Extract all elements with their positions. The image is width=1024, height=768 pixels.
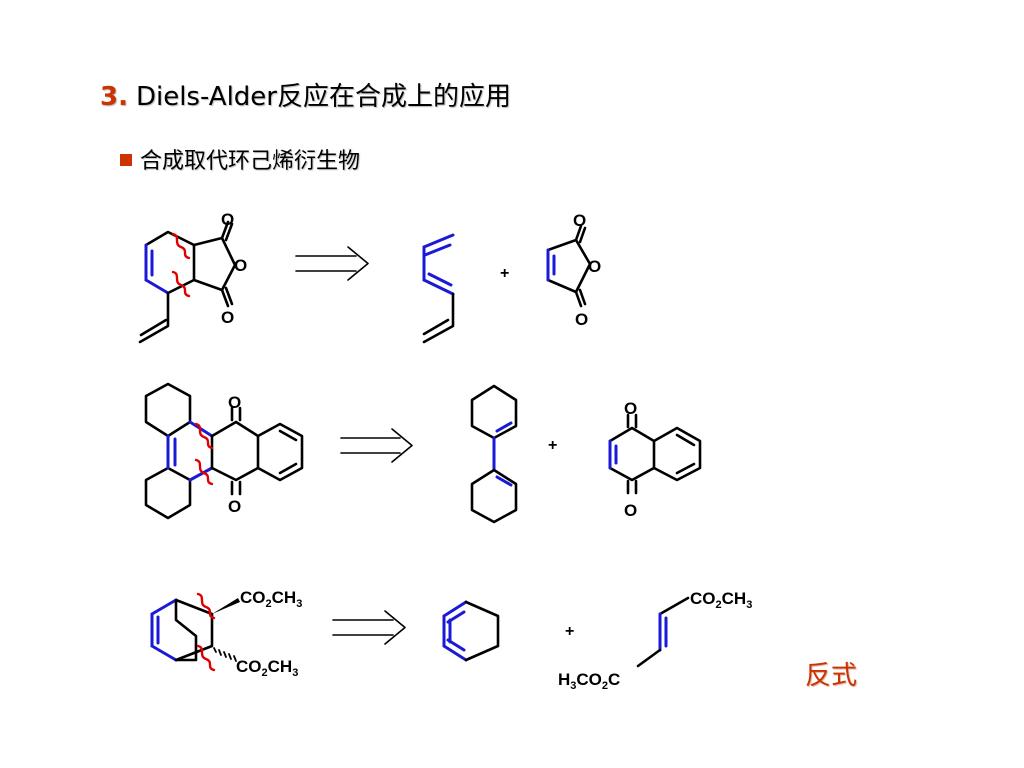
retro-arrow-3 xyxy=(332,610,406,645)
row1-maleic-anhydride: O O O xyxy=(546,211,601,329)
retro-arrow-2 xyxy=(340,428,413,463)
ma-oxygen-ring: O xyxy=(588,257,601,276)
row2-naphthoquinone: O O xyxy=(608,399,702,520)
retro-arrow-1 xyxy=(295,246,369,281)
ma-oxygen-top: O xyxy=(573,211,586,230)
nq-oxygen-bottom: O xyxy=(624,501,637,520)
plus-3: + xyxy=(565,623,574,640)
row3-product: CO2CH3 CO2CH3 xyxy=(150,588,302,679)
row2-oxygen-top: O xyxy=(228,393,241,412)
subtitle: 合成取代环己烯衍生物 xyxy=(120,143,360,175)
plus-1: + xyxy=(500,265,509,282)
row3-ester-bottom: CO2CH3 xyxy=(236,657,298,679)
trans-note: 反式 xyxy=(805,661,858,691)
row1-diene xyxy=(422,233,455,344)
row1-oxygen-ring: O xyxy=(234,256,247,275)
subtitle-text: 合成取代环己烯衍生物 xyxy=(140,149,361,174)
title-number: 3. xyxy=(100,82,128,112)
row3-cyclohexadiene xyxy=(442,600,500,662)
row1-oxygen-bottom: O xyxy=(221,308,234,327)
row1-product: O O O xyxy=(138,210,247,344)
fumarate-ester-bottom: H3CO2C xyxy=(558,670,620,692)
row2-oxygen-bottom: O xyxy=(228,497,241,516)
plus-2: + xyxy=(548,437,557,454)
slide-title: 3.Diels-Alder反应在合成上的应用 xyxy=(100,76,511,113)
square-bullet-icon xyxy=(120,154,132,166)
title-text: Diels-Alder反应在合成上的应用 xyxy=(135,82,511,112)
row2-bicyclohexenyl xyxy=(470,384,518,524)
nq-oxygen-top: O xyxy=(624,399,637,418)
row1-oxygen-top: O xyxy=(221,210,234,229)
row3-dimethyl-fumarate: CO2CH3 H3CO2C xyxy=(558,589,752,692)
fumarate-ester-top: CO2CH3 xyxy=(690,589,752,611)
ma-oxygen-bottom: O xyxy=(575,310,588,329)
row3-ester-top: CO2CH3 xyxy=(240,588,302,610)
row2-product: O O xyxy=(144,382,304,520)
